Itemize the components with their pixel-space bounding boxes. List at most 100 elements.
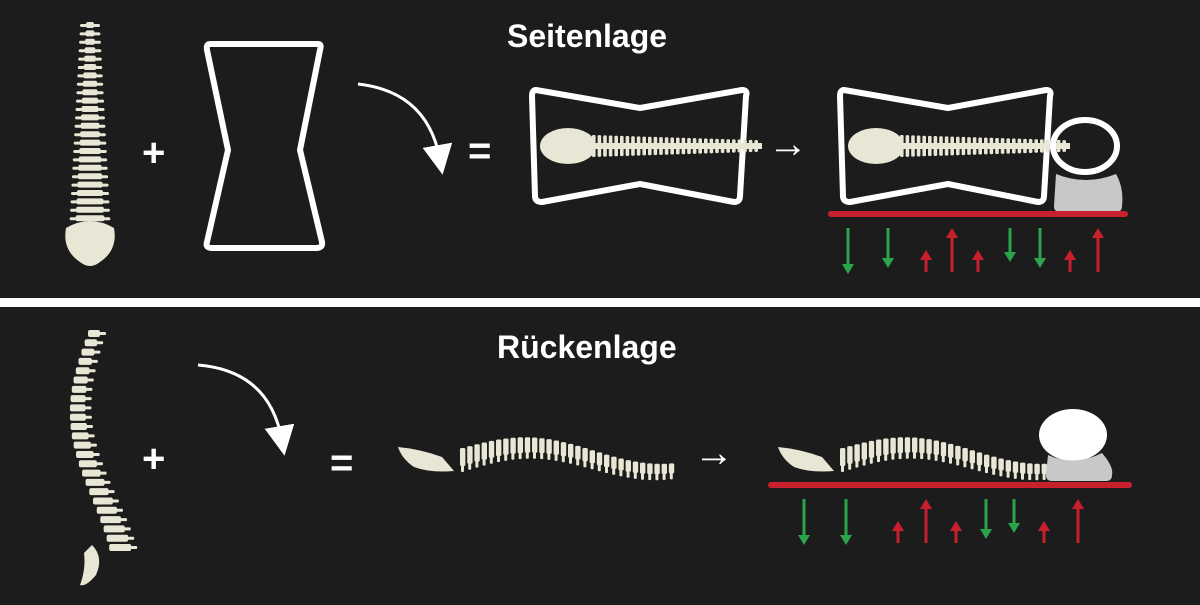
vertebra-process	[84, 387, 93, 391]
arrow-down-icon	[1004, 228, 1016, 262]
vertebra	[106, 534, 129, 542]
vertebra	[1041, 463, 1047, 475]
vertebra	[93, 497, 113, 505]
arrow-up-icon	[920, 250, 932, 272]
vertebra	[81, 348, 95, 356]
arrow-head	[1092, 228, 1104, 238]
vertebra-process	[569, 456, 572, 464]
horizontal-spine-1	[540, 128, 762, 164]
vertebra-process	[855, 460, 859, 468]
vertebra	[503, 438, 509, 455]
vertebra-process	[98, 332, 106, 335]
vertebra-process	[612, 467, 616, 475]
vertebra-process	[85, 378, 94, 382]
pillow-shape	[1054, 174, 1123, 212]
vertebra	[625, 460, 631, 472]
vertebra	[919, 438, 925, 454]
vertebra-process	[597, 464, 601, 472]
pillow-shape	[1046, 453, 1113, 481]
arrow-head	[840, 535, 852, 545]
vertebra	[654, 463, 660, 475]
vertebra	[88, 330, 100, 337]
vertebra	[524, 437, 531, 453]
vertebra	[69, 404, 86, 412]
vertebra-process	[95, 341, 104, 345]
sacrum-shape	[778, 447, 834, 472]
arrow-head	[1072, 499, 1084, 509]
vertebra	[78, 357, 92, 365]
vertebra	[532, 437, 538, 453]
vertebra	[96, 506, 117, 514]
vertebra	[496, 439, 502, 457]
result-arrow: →	[694, 431, 734, 475]
arrow-head	[1064, 250, 1076, 260]
vertebra	[969, 450, 975, 464]
vertebra-process	[525, 451, 529, 459]
vertebra	[568, 443, 574, 458]
vertebra	[481, 442, 487, 460]
vertebra-process	[511, 452, 515, 460]
vertebra-process	[626, 470, 630, 478]
vertebra-process	[841, 465, 844, 472]
vertebra	[940, 442, 947, 457]
vertebra-process	[633, 471, 637, 479]
vertebra	[69, 413, 86, 421]
arrow-down-icon	[798, 499, 810, 545]
arrow-up-icon	[1092, 228, 1104, 272]
plus-sign: +	[142, 437, 166, 481]
tailbone-shape	[80, 545, 100, 586]
vertebra	[926, 439, 932, 454]
vertebra-process	[475, 460, 479, 468]
vertebra-process	[540, 452, 544, 460]
vertebra	[70, 395, 86, 403]
vertebra-process	[884, 453, 888, 461]
vertebra-process	[1013, 471, 1017, 479]
vertebra-process	[905, 451, 909, 459]
head-outline	[1050, 117, 1120, 175]
vertebra	[71, 385, 87, 393]
vertebra	[1005, 460, 1011, 472]
vertebra-process	[963, 460, 967, 468]
vertebra	[75, 367, 90, 375]
side-position-illustration	[65, 22, 1128, 274]
vertebra	[618, 458, 624, 471]
arrow-up-icon	[946, 228, 958, 272]
vertebra	[632, 461, 639, 473]
vertebra	[582, 448, 588, 462]
vertebra-process	[461, 465, 464, 472]
vertebra	[984, 454, 990, 468]
vertebra-process	[119, 518, 128, 522]
vertebra	[474, 444, 480, 462]
vertebra	[840, 448, 846, 466]
back-position-panel: Rückenlage + = →	[0, 307, 1200, 605]
vertebra	[81, 106, 99, 112]
side-position-title: Seitenlage	[507, 18, 668, 54]
pelvis-shape	[540, 128, 596, 164]
vertebra	[539, 438, 545, 454]
vertebra-process	[862, 458, 866, 466]
vertebra	[78, 164, 102, 171]
vertebra-process	[98, 471, 107, 475]
vertebra-process	[94, 462, 103, 466]
vertebra-process	[91, 452, 100, 456]
pelvis-shape	[848, 128, 904, 164]
arrow-head	[882, 258, 894, 268]
vertebra	[71, 432, 89, 440]
vertebra	[1034, 463, 1040, 475]
vertebra	[589, 450, 595, 464]
back-position-title: Rückenlage	[497, 329, 677, 365]
pressure-arrows	[842, 228, 1104, 274]
vertebra	[647, 463, 653, 475]
equals-sign: =	[468, 129, 492, 173]
vertebra	[998, 458, 1004, 471]
vertebra-process	[84, 425, 93, 429]
arrow-head	[1034, 258, 1046, 268]
vertebra	[84, 339, 98, 347]
vertebra-process	[102, 480, 111, 484]
mattress-body-outline	[529, 87, 750, 205]
vertebra-process	[869, 456, 873, 464]
vertebra	[83, 64, 97, 70]
arrow-down-icon	[840, 499, 852, 545]
vertebra	[73, 376, 88, 384]
arrow-head	[972, 250, 984, 260]
